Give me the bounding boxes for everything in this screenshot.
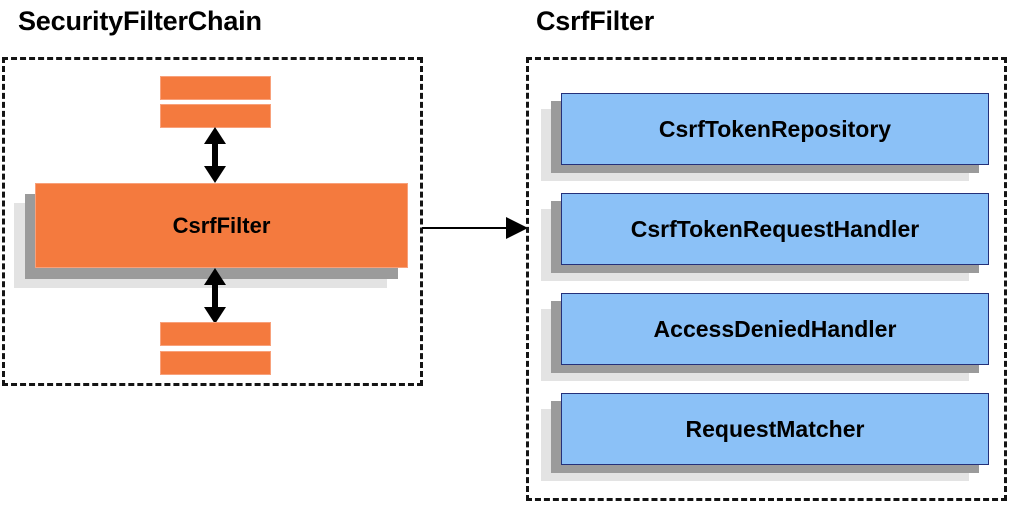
left-panel-title: SecurityFilterChain	[18, 6, 262, 36]
filter-bar-bottom-2	[160, 351, 271, 375]
filter-bar-top-1	[160, 76, 271, 100]
component-box-request-matcher[interactable]: RequestMatcher	[561, 393, 989, 465]
arrow-head-down-icon	[204, 307, 226, 324]
arrow-head-down-icon	[204, 166, 226, 183]
arrow-head-right-icon	[506, 217, 528, 239]
arrow-shaft	[422, 227, 528, 229]
arrow-top-bidirectional	[203, 127, 227, 183]
arrow-head-up-icon	[204, 127, 226, 144]
security-filter-chain-panel	[2, 57, 423, 386]
csrffilter-detail-panel	[526, 57, 1007, 501]
csrffilter-box[interactable]: CsrfFilter	[35, 183, 408, 268]
component-box-access-denied-handler[interactable]: AccessDeniedHandler	[561, 293, 989, 365]
arrow-shaft	[212, 282, 218, 310]
arrow-shaft	[212, 141, 218, 169]
arrow-head-up-icon	[204, 268, 226, 285]
csrffilter-to-detail-arrow	[422, 217, 528, 239]
component-box-csrf-token-repository[interactable]: CsrfTokenRepository	[561, 93, 989, 165]
arrow-bottom-bidirectional	[203, 268, 227, 324]
component-box-csrf-token-request-handler[interactable]: CsrfTokenRequestHandler	[561, 193, 989, 265]
filter-bar-top-2	[160, 104, 271, 128]
filter-bar-bottom-1	[160, 322, 271, 346]
right-panel-title: CsrfFilter	[536, 6, 655, 36]
